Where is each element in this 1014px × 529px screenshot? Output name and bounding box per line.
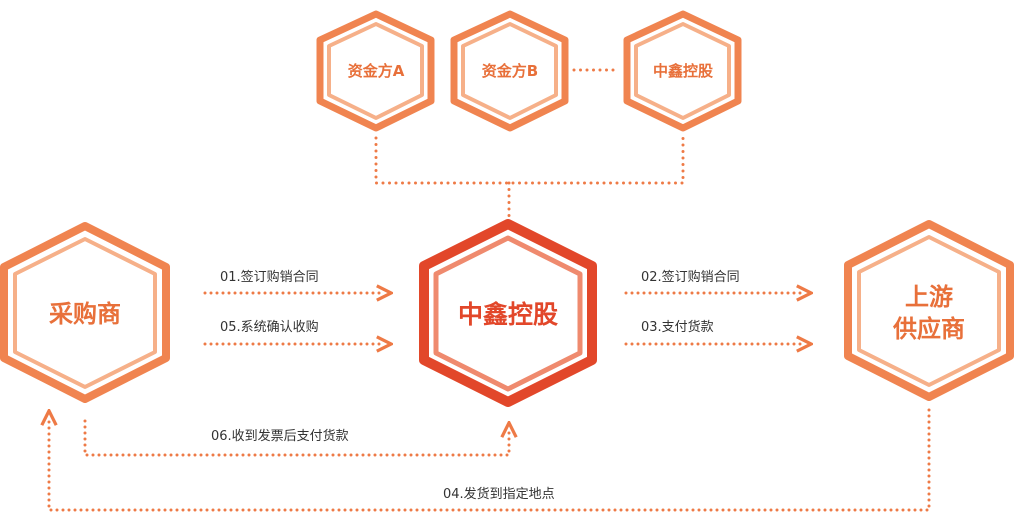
funder-b-node: 资金方B — [450, 10, 569, 132]
buyer-node: 采购商 — [0, 222, 170, 403]
zhongxin-funder-node: 中鑫控股 — [623, 10, 742, 132]
center-node: 中鑫控股 — [419, 219, 597, 407]
supplier-node: 上游 供应商 — [844, 220, 1014, 401]
step-04-connector — [49, 408, 931, 512]
funders-to-center-connector — [374, 136, 685, 185]
funder-a-label: 资金方A — [348, 62, 405, 80]
step-02-label: 02.签订购销合同 — [641, 269, 740, 285]
supplier-label-line2: 供应商 — [892, 315, 965, 343]
step-05-label: 05.系统确认收购 — [220, 319, 319, 335]
zhongxin-funder-label: 中鑫控股 — [653, 62, 714, 80]
step-01-label: 01.签订购销合同 — [220, 269, 319, 285]
center-label: 中鑫控股 — [458, 300, 558, 329]
step-04-label: 04.发货到指定地点 — [443, 486, 555, 502]
step-03-label: 03.支付货款 — [641, 319, 714, 335]
funder-b-label: 资金方B — [482, 62, 538, 80]
buyer-label: 采购商 — [49, 300, 121, 328]
funder-a-node: 资金方A — [316, 10, 435, 132]
step-06-connector — [83, 419, 509, 457]
supplier-label-line1: 上游 — [905, 283, 953, 311]
step-06-label: 06.收到发票后支付货款 — [211, 428, 349, 444]
